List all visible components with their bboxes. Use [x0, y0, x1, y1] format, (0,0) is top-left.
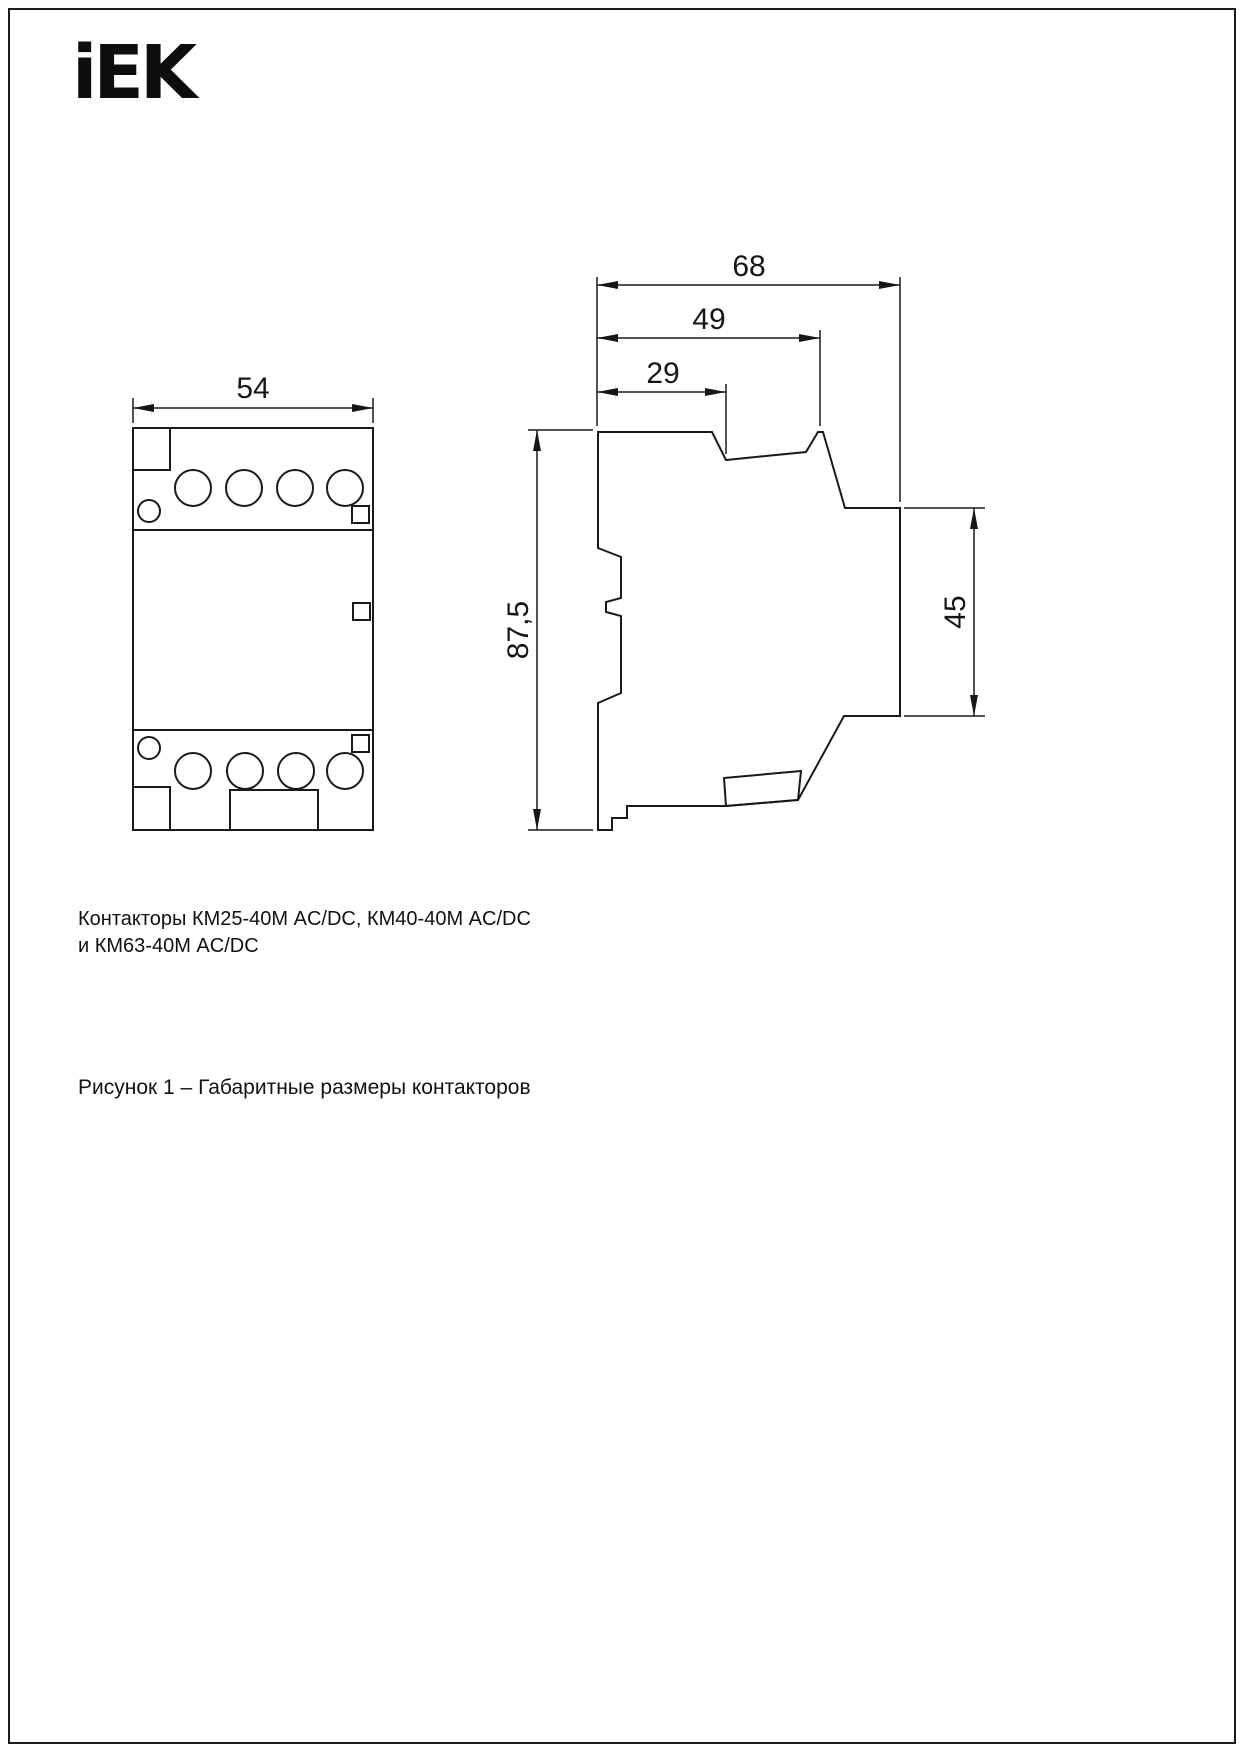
- terminal-hole: [326, 752, 364, 790]
- indicator-window-middle: [352, 602, 371, 621]
- front-view-bottom-left-step: [133, 786, 171, 830]
- models-caption: Контакторы КМ25-40М AC/DC, КМ40-40М AC/D…: [78, 906, 531, 960]
- terminal-hole: [276, 469, 314, 507]
- dim-label-54: 54: [236, 372, 269, 405]
- side-view-bottom-clip: [722, 769, 803, 808]
- dim-label-68: 68: [732, 250, 765, 283]
- dimensional-drawing: 54 68 49 29 87,5 45: [132, 250, 985, 831]
- figure-caption: Рисунок 1 – Габаритные размеры контактор…: [78, 1076, 531, 1099]
- dimensions: 54 68 49 29 87,5 45: [132, 250, 985, 831]
- indicator-window-top: [351, 505, 370, 524]
- terminal-hole: [174, 752, 212, 790]
- front-view-body: [132, 427, 374, 831]
- front-view-bottom-tab: [229, 789, 319, 830]
- front-view: [132, 427, 374, 831]
- dim-label-29: 29: [646, 357, 679, 390]
- side-view: [597, 431, 901, 831]
- dim-label-45: 45: [939, 595, 972, 628]
- terminal-hole: [225, 469, 263, 507]
- models-caption-line1: Контакторы КМ25-40М AC/DC, КМ40-40М AC/D…: [78, 908, 531, 930]
- models-caption-line2: и КМ63-40М AC/DC: [78, 935, 259, 957]
- terminal-hole: [326, 469, 364, 507]
- indicator-window-bottom: [351, 734, 370, 753]
- small-hole-bottom: [137, 736, 161, 760]
- terminal-hole: [277, 752, 315, 790]
- dim-label-875: 87,5: [502, 601, 535, 659]
- dim-label-49: 49: [692, 303, 725, 336]
- small-hole-top: [137, 499, 161, 523]
- front-view-top-left-step: [133, 428, 171, 471]
- side-view-profile: [597, 431, 901, 831]
- iek-logo: iEK: [72, 30, 197, 116]
- terminal-hole: [174, 469, 212, 507]
- terminal-hole: [226, 752, 264, 790]
